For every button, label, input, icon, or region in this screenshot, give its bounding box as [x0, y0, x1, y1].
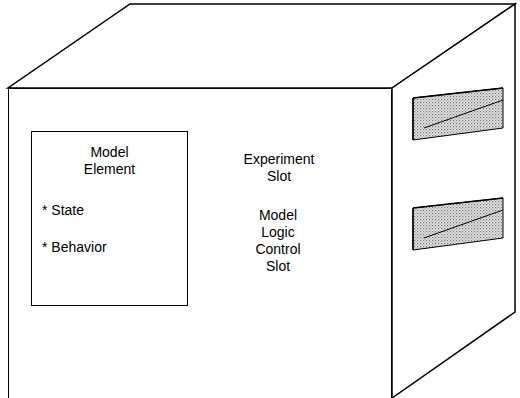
box-heading: Model Element [75, 144, 145, 178]
experiment-slot-opening [413, 88, 503, 140]
cube-right-face [392, 4, 515, 398]
slot-label: Experiment Slot [237, 151, 321, 185]
bullet-item: * State [42, 202, 187, 219]
slot-label: Model Logic Control Slot [247, 207, 309, 275]
model-logic-slot-opening [413, 198, 503, 250]
cube-front-face: Experiment SlotModel Logic Control Slot M… [8, 88, 392, 398]
model-element-box: Model Element * State * Behavior [31, 131, 188, 306]
bullet-item: * Behavior [42, 239, 187, 256]
